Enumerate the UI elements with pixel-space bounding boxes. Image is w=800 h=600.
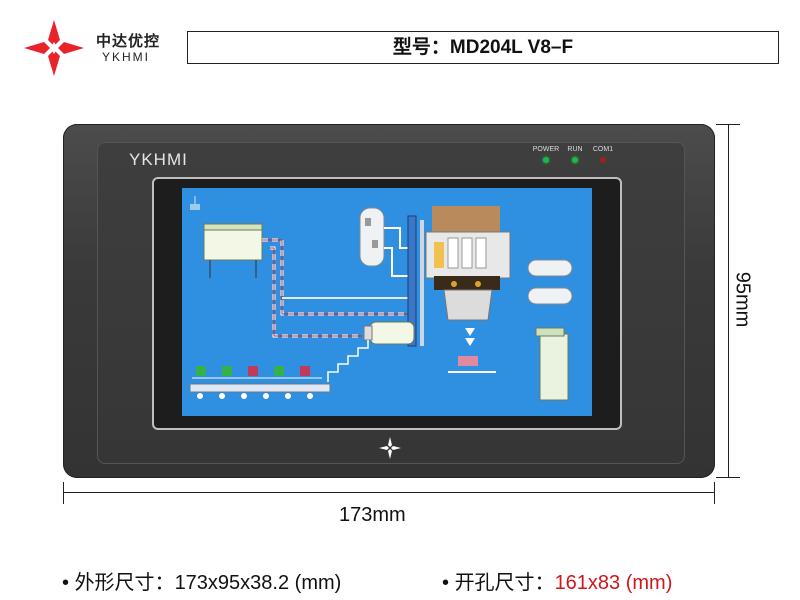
hmi-device-image: YKHMI POWER RUN COM1 <box>63 124 715 478</box>
capsule-tank-2-icon <box>527 287 573 305</box>
bullet: • <box>62 572 75 594</box>
device-emblem-icon <box>379 437 401 459</box>
model-label: 型号：MD204L V8–F <box>392 37 574 58</box>
cutout-size-spec: • 开孔尺寸：161x83 (mm) <box>442 566 672 595</box>
led-label-com1: COM1 <box>592 146 614 153</box>
width-dimension-label: 173mm <box>339 504 406 526</box>
device-brand-label: YKHMI <box>129 150 188 169</box>
furnace-icon <box>425 206 511 321</box>
company-logo-icon <box>24 20 84 76</box>
com1-led-icon <box>600 157 606 163</box>
model-title: 型号：MD204L V8–F <box>187 31 779 64</box>
cutout-size-value: 161x83 (mm) <box>554 572 673 594</box>
capsule-tank-1-icon <box>527 259 573 277</box>
brand-name-en: YKHMI <box>102 50 151 64</box>
width-dimension-tick-left <box>63 482 64 504</box>
power-led-icon <box>543 157 549 163</box>
cabinet-icon <box>535 327 569 401</box>
bullet: • <box>442 572 455 594</box>
outline-size-value: 173x95x38.2 (mm) <box>174 572 342 594</box>
run-led-icon <box>572 157 578 163</box>
brand-name-cn: 中达优控 <box>96 33 161 50</box>
ladle-icon <box>448 356 496 373</box>
width-dimension-tick-right <box>714 482 715 504</box>
hopper-icon <box>203 223 263 278</box>
outline-size-spec: • 外形尺寸：173x95x38.2 (mm) <box>62 566 341 595</box>
bin-red-2-icon <box>300 366 310 376</box>
cutout-size-label: 开孔尺寸： <box>454 572 555 594</box>
bin-red-1-icon <box>248 366 258 376</box>
led-label-power: POWER <box>532 146 560 153</box>
bin-green-1-icon <box>196 366 206 376</box>
bin-green-3-icon <box>274 366 284 376</box>
height-dimension-label: 95mm <box>731 271 754 328</box>
bin-green-2-icon <box>222 366 232 376</box>
height-dimension-tick-bottom <box>716 477 740 478</box>
hmi-screen <box>182 188 592 416</box>
roller-tank-icon <box>363 321 415 345</box>
storage-tank-icon <box>359 207 385 267</box>
led-label-run: RUN <box>567 146 583 153</box>
height-dimension-line <box>728 124 729 478</box>
process-diagram-illustration <box>189 196 573 401</box>
height-dimension-tick-top <box>716 124 740 125</box>
width-dimension-line <box>63 492 715 493</box>
signal-icon <box>190 196 200 210</box>
outline-size-label: 外形尺寸： <box>74 572 175 594</box>
conveyor-icon <box>189 383 331 399</box>
